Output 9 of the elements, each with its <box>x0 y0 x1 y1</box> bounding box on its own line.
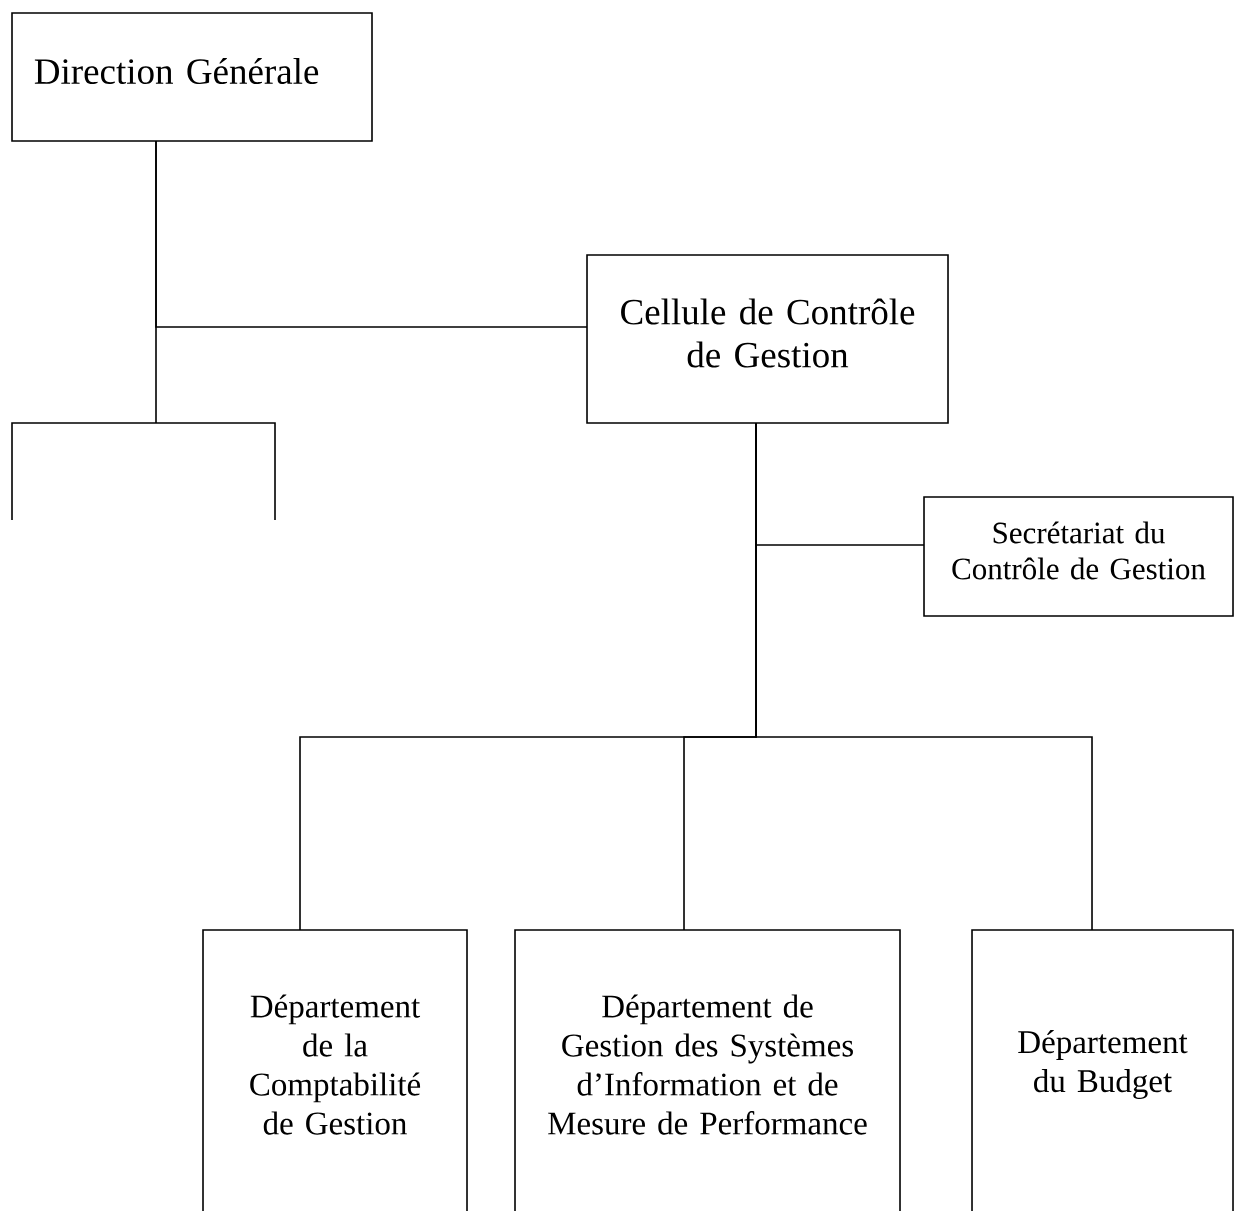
org-box: Secrétariat du Contrôle de Gestion <box>923 496 1234 617</box>
org-box: Département de la Comptabilité de Gestion <box>202 929 468 1211</box>
org-box <box>11 422 276 521</box>
org-box: Département de Gestion des Systèmes d’Information et de Mesure de Performance <box>514 929 901 1211</box>
org-box: Cellule de Contrôle de Gestion <box>586 254 949 424</box>
org-box: Département du Budget <box>971 929 1234 1211</box>
connector-line <box>755 422 1093 931</box>
org-box: Direction Générale <box>11 12 373 142</box>
connector-line <box>155 140 588 328</box>
